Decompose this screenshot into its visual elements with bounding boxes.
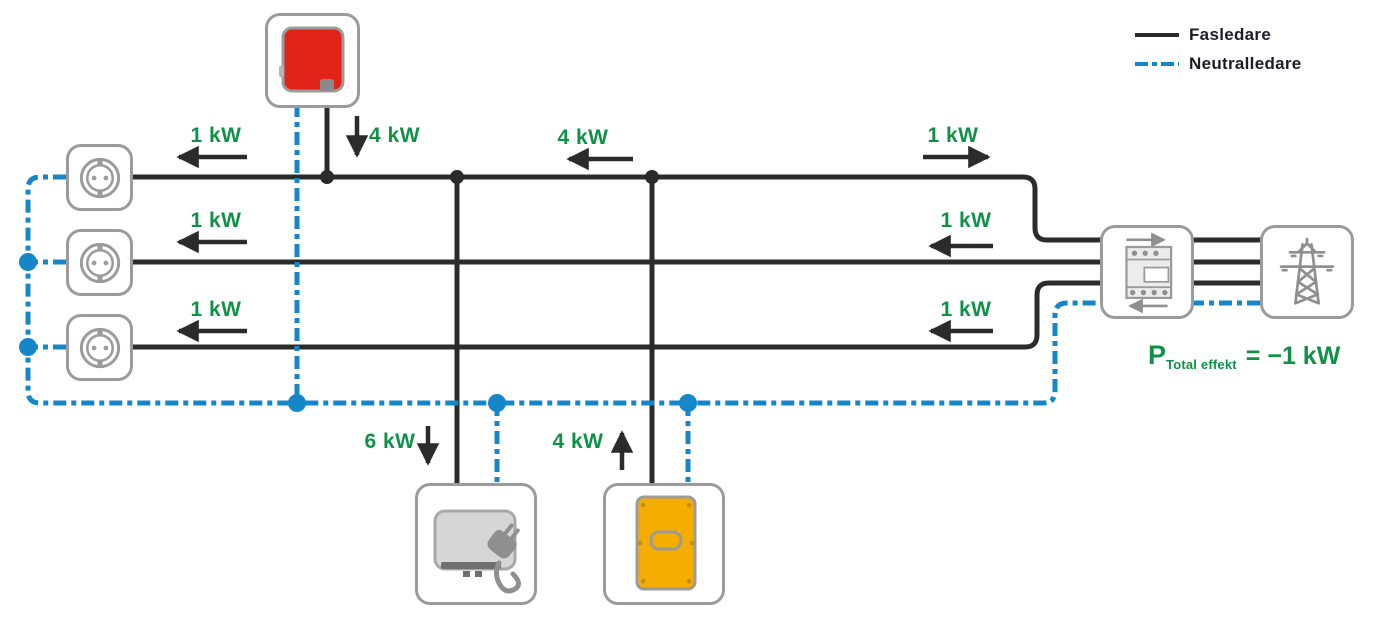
total-power-value: = −1 kW [1245,342,1341,370]
total-power-label: P Total effekt = −1 kW [1148,340,1341,372]
flow-label-outlet-middle: 1 kW [190,209,242,232]
neutral-line-sample-icon [1135,61,1179,66]
total-power-subscript: Total effekt [1166,357,1237,372]
meter-icon [1125,232,1173,314]
battery-icon [635,495,697,591]
flow-label-charger: 6 kW [364,430,416,453]
meter-box [1100,225,1194,319]
grid-icon [1279,237,1335,305]
neutral-wires [25,104,1263,488]
flow-label-grid-phase3: 1 kW [940,298,992,321]
flow-label-grid-phase1: 1 kW [927,124,979,147]
outlet-middle-box [66,229,133,296]
legend-item-neutral: Neutralledare [1135,49,1302,78]
legend-phase-label: Fasledare [1189,24,1272,44]
grid-box [1260,225,1354,319]
pv-inverter-icon [279,26,345,93]
neutral-junctions [19,253,697,412]
socket-icon [79,327,120,368]
flow-label-outlet-top: 1 kW [190,124,242,147]
outlet-bottom-box [66,314,133,381]
wire-phase-1 [133,174,1103,243]
phase-junctions [320,170,659,184]
legend-neutral-label: Neutralledare [1189,53,1302,73]
legend: Fasledare Neutralledare [1135,20,1302,78]
wire-phase-3 [133,280,1103,350]
socket-icon [79,157,120,198]
ev-charger-box [415,483,537,605]
phase-line-sample-icon [1135,32,1179,37]
flow-label-bus-center: 4 kW [557,126,609,149]
wire-neutral-bus [25,174,1103,406]
flow-arrows [176,116,993,470]
legend-item-phase: Fasledare [1135,20,1302,49]
total-power-symbol: P [1148,340,1167,370]
flow-label-grid-phase2: 1 kW [940,209,992,232]
socket-icon [79,242,120,283]
phase-wires [133,104,1263,488]
battery-box [603,483,725,605]
flow-label-pv: 4 kW [369,124,421,147]
pv-inverter-box [265,13,360,108]
outlet-top-box [66,144,133,211]
ev-charger-icon [433,509,521,594]
flow-label-battery: 4 kW [552,430,604,453]
flow-label-outlet-bottom: 1 kW [190,298,242,321]
